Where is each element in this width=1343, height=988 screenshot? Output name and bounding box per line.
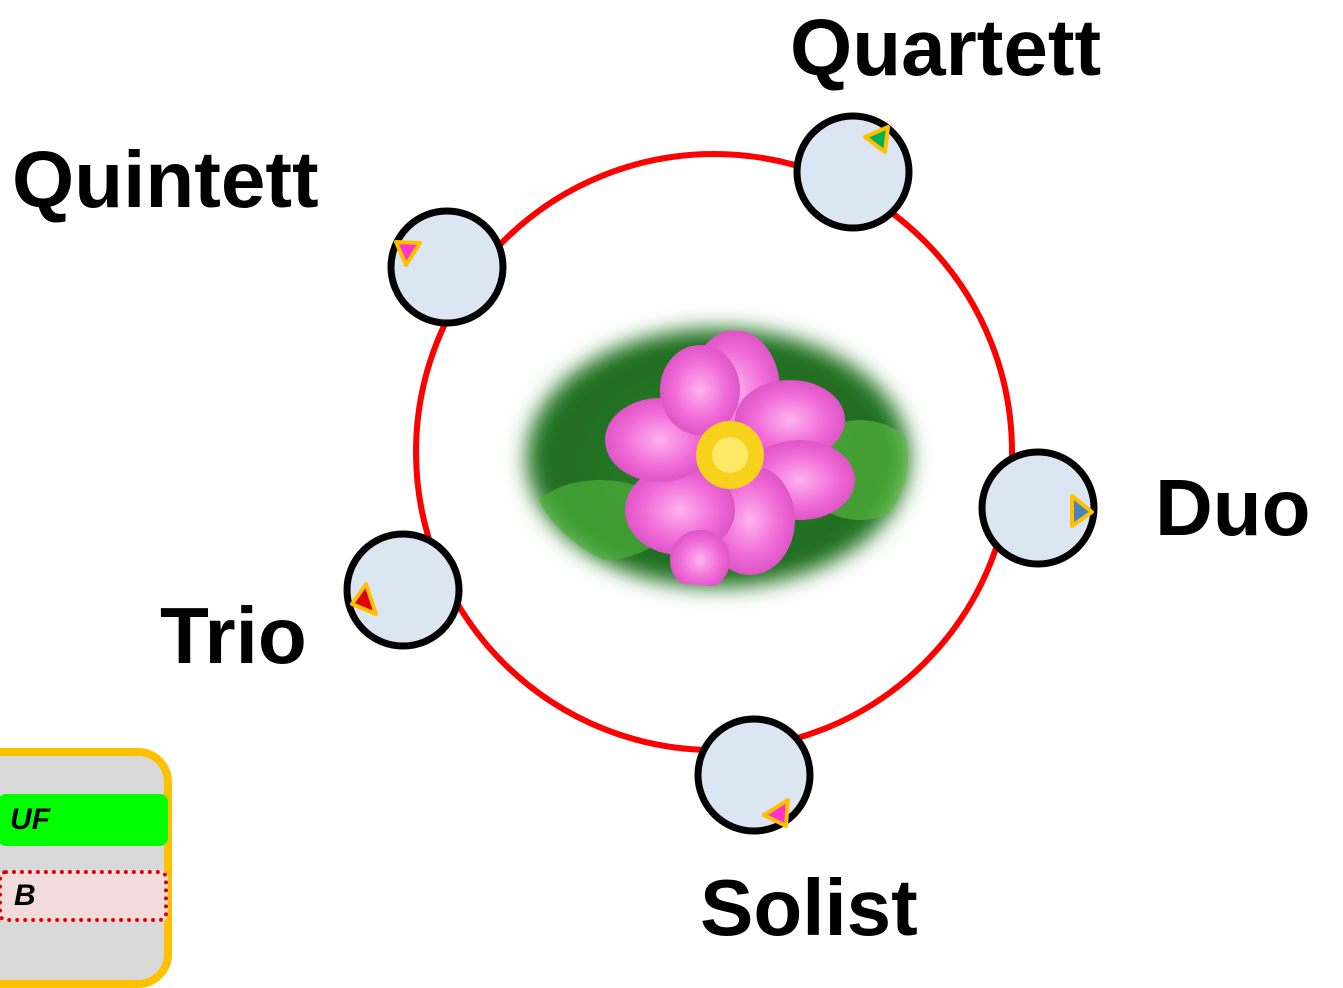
legend-box: UF B xyxy=(0,748,172,988)
marker-solist-icon xyxy=(762,798,790,828)
legend-item-uf: UF xyxy=(0,794,168,846)
node-quartett xyxy=(793,112,913,232)
node-solist xyxy=(694,715,814,835)
label-quintett: Quintett xyxy=(12,135,319,224)
center-flower-image xyxy=(526,328,910,588)
cycle-diagram xyxy=(343,112,1098,835)
label-duo: Duo xyxy=(1155,463,1311,552)
label-trio: Trio xyxy=(160,591,307,680)
marker-trio-icon xyxy=(350,582,378,616)
node-duo xyxy=(978,448,1098,568)
node-quintett xyxy=(387,207,507,327)
legend-item-b: B xyxy=(0,870,168,922)
marker-quintett-icon xyxy=(394,240,422,267)
label-quartett: Quartett xyxy=(790,3,1102,92)
node-trio xyxy=(343,530,463,650)
marker-duo-icon xyxy=(1070,494,1094,528)
marker-quartett-icon xyxy=(863,125,890,154)
label-solist: Solist xyxy=(700,863,918,952)
